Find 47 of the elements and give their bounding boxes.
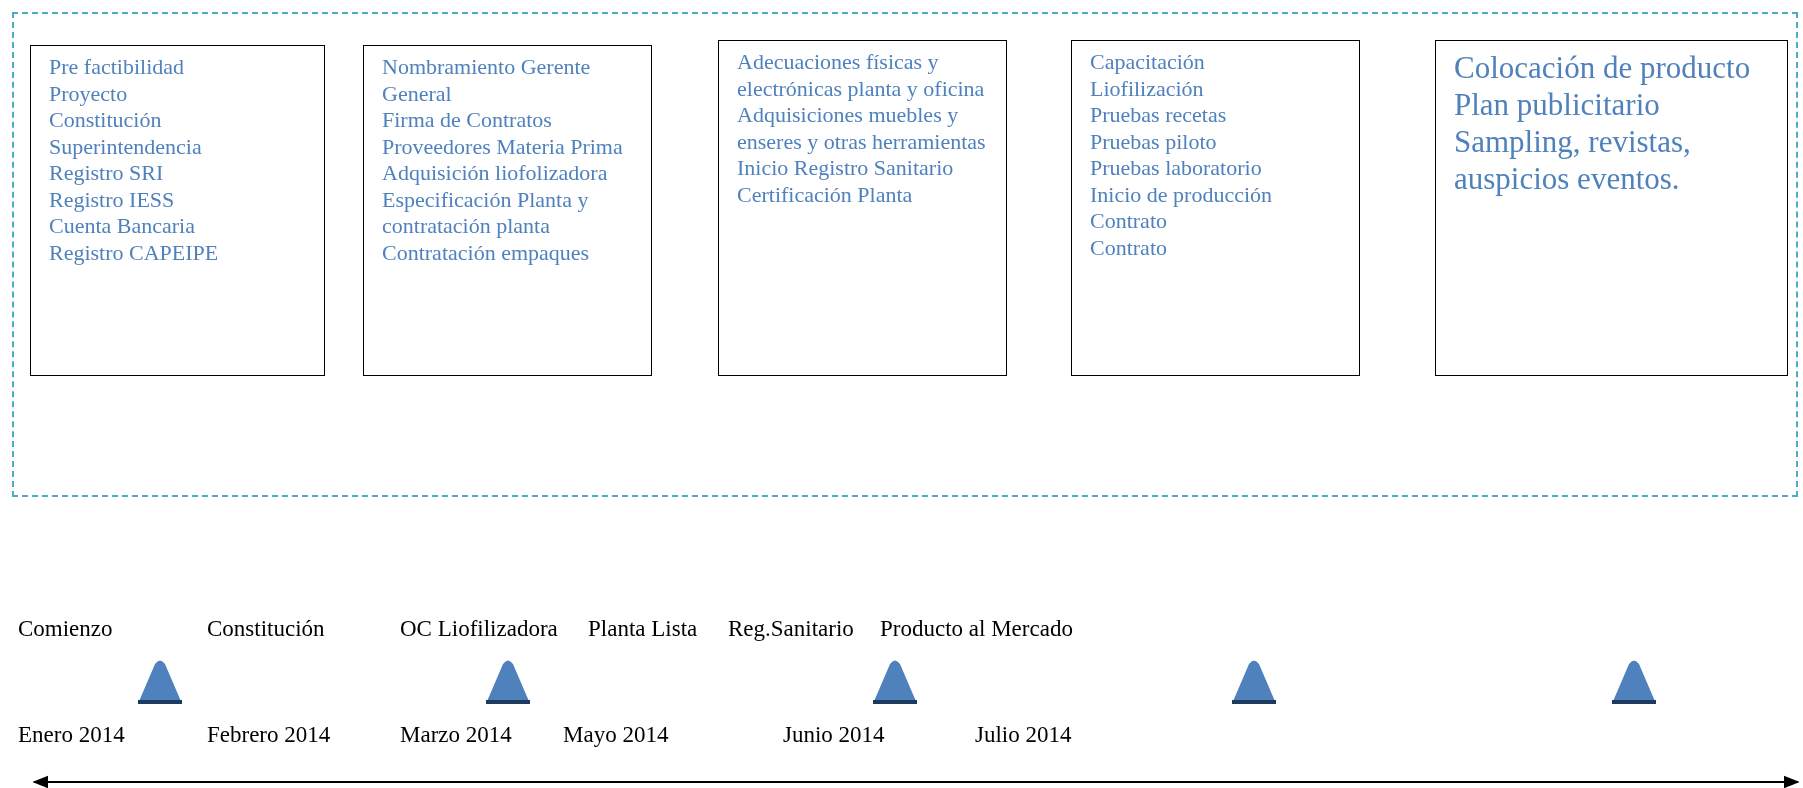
milestone-label: Producto al Mercado [880,616,1073,642]
task-item: Contrato [1090,208,1168,235]
task-item: Proveedores Materia Prima [382,133,624,160]
task-item: Pruebas recetas [1090,102,1228,129]
milestone-label: Planta Lista [588,616,698,642]
milestone-label: Comienzo [18,616,113,642]
task-item: Superintendencia [49,133,203,160]
task-item: Proyecto [49,80,129,107]
task-item: Especificación Planta y contratación planta [382,186,590,240]
task-item: Inicio Registro Sanitario [737,155,955,182]
task-item: Adquisición liofolizadora [382,160,609,187]
task-item: Inicio de producción [1090,181,1274,208]
task-item: Nombramiento Gerente General [382,54,592,107]
date-label: Julio 2014 [975,722,1072,748]
task-item: Registro CAPEIPE [49,239,220,266]
task-item: Certificación Planta [737,181,914,208]
task-item: Pruebas laboratorio [1090,155,1263,182]
task-box [718,40,1007,376]
task-item: Adquisiciones muebles y enseres y otras herramientas [737,102,987,155]
date-label: Mayo 2014 [563,722,669,748]
milestone-label: OC Liofilizadora [400,616,558,642]
date-label: Enero 2014 [18,722,125,748]
milestone-label: Reg.Sanitario [728,616,854,642]
task-item: Pruebas piloto [1090,128,1218,155]
task-item: Plan publicitario [1454,86,1661,123]
date-label: Marzo 2014 [400,722,512,748]
task-item: Registro IESS [49,186,176,213]
task-box [30,45,325,376]
task-item: Adecuaciones físicas y electrónicas planta y oficina [737,49,986,102]
task-box [1435,40,1788,376]
dashed-frame [12,12,1798,497]
task-item: Liofilización [1090,75,1205,102]
task-item: Constitución [49,107,163,134]
task-item: Colocación de producto [1454,49,1752,86]
task-box [363,45,652,376]
task-item: Firma de Contratos [382,107,553,134]
task-item: Cuenta Bancaria [49,213,196,240]
date-label: Febrero 2014 [207,722,331,748]
milestone-label: Constitución [207,616,325,642]
task-item: Registro SRI [49,160,165,187]
task-box [1071,40,1360,376]
task-item: Sampling, revistas, auspicios eventos. [1454,123,1692,197]
task-item: Pre factibilidad [49,54,185,81]
task-item: Contratación empaques [382,239,591,266]
date-label: Junio 2014 [783,722,885,748]
task-item: Capacitación [1090,49,1206,76]
task-item: Contrato [1090,234,1168,261]
